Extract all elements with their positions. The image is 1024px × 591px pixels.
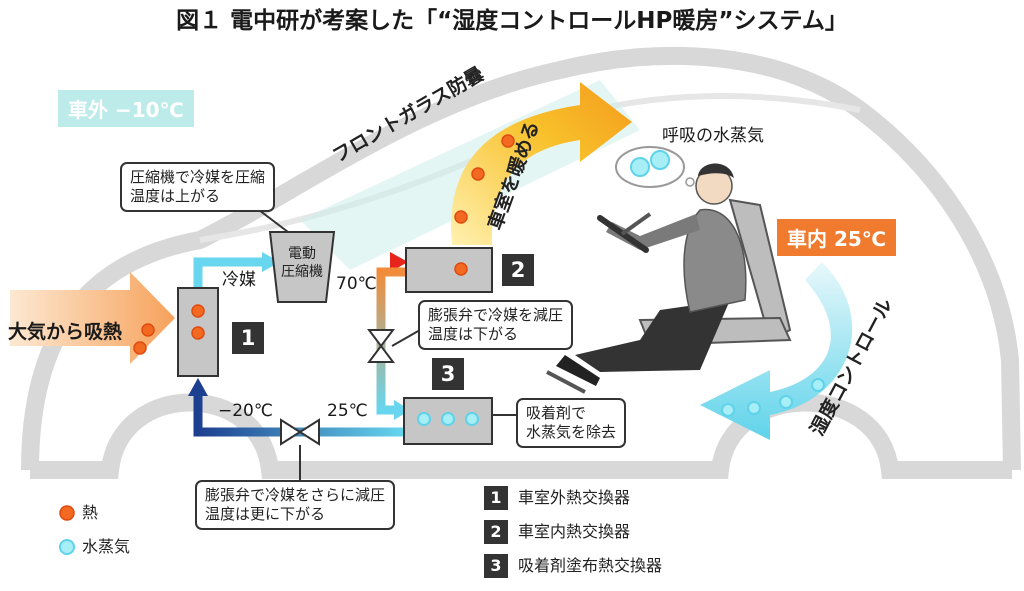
expansion-valve-1-callout: 膨張弁で冷媒を減圧 温度は下がる (418, 300, 574, 350)
humidity-arrow (700, 262, 853, 440)
legend-vapor-icon (59, 539, 75, 555)
key-text-1: 車室外熱交換器 (518, 488, 631, 507)
expansion-valve-2 (280, 418, 320, 446)
warm-air-arrow (451, 82, 632, 245)
expansion-valve-2-callout: 膨張弁で冷媒をさらに減圧 温度は更に下がる (195, 480, 396, 530)
adsorbent-callout: 吸着剤で 水蒸気を除去 (516, 398, 627, 448)
heat-dots (133, 134, 515, 355)
breath-label: 呼吸の水蒸気 (662, 126, 764, 146)
exchanger-3-number: 3 (432, 358, 464, 390)
expansion-valve-1 (367, 329, 395, 363)
exchanger-2 (405, 247, 493, 293)
breath-bubble (615, 146, 704, 196)
legend-vapor-label: 水蒸気 (82, 537, 131, 556)
compressor (268, 231, 336, 303)
exchanger-1-number: 1 (232, 322, 264, 354)
legend-heat-label: 熱 (82, 503, 99, 522)
exchanger-2-number: 2 (502, 254, 534, 286)
compressor-label: 電動 圧縮機 (281, 246, 323, 280)
figure-title: 図１ 電中研が考案した「“湿度コントロールHP暖房”システム」 (176, 8, 848, 34)
vapor-dots (417, 378, 825, 426)
refrigerant-label: 冷媒 (222, 270, 256, 290)
driver-figure (546, 163, 792, 394)
key-text-3: 吸着剤塗布熱交換器 (518, 556, 663, 575)
key-number-2: 2 (484, 520, 508, 544)
compressor-callout: 圧縮機で冷媒を圧縮 温度は上がる (120, 162, 276, 212)
temp-70-label: 70℃ (336, 274, 377, 294)
temp-minus20-label: −20℃ (218, 401, 273, 421)
key-text-2: 車室内熱交換器 (518, 522, 631, 541)
atmosphere-heat-label: 大気から吸熱 (8, 321, 123, 343)
legend-heat-icon (59, 505, 75, 521)
outside-temp-tag: 車外 −10℃ (58, 90, 194, 127)
temp-25-label: 25℃ (327, 401, 368, 421)
atmosphere-arrow (10, 272, 175, 364)
key-number-3: 3 (484, 554, 508, 578)
inside-temp-tag: 車内 25℃ (777, 219, 897, 256)
key-number-1: 1 (484, 486, 508, 510)
